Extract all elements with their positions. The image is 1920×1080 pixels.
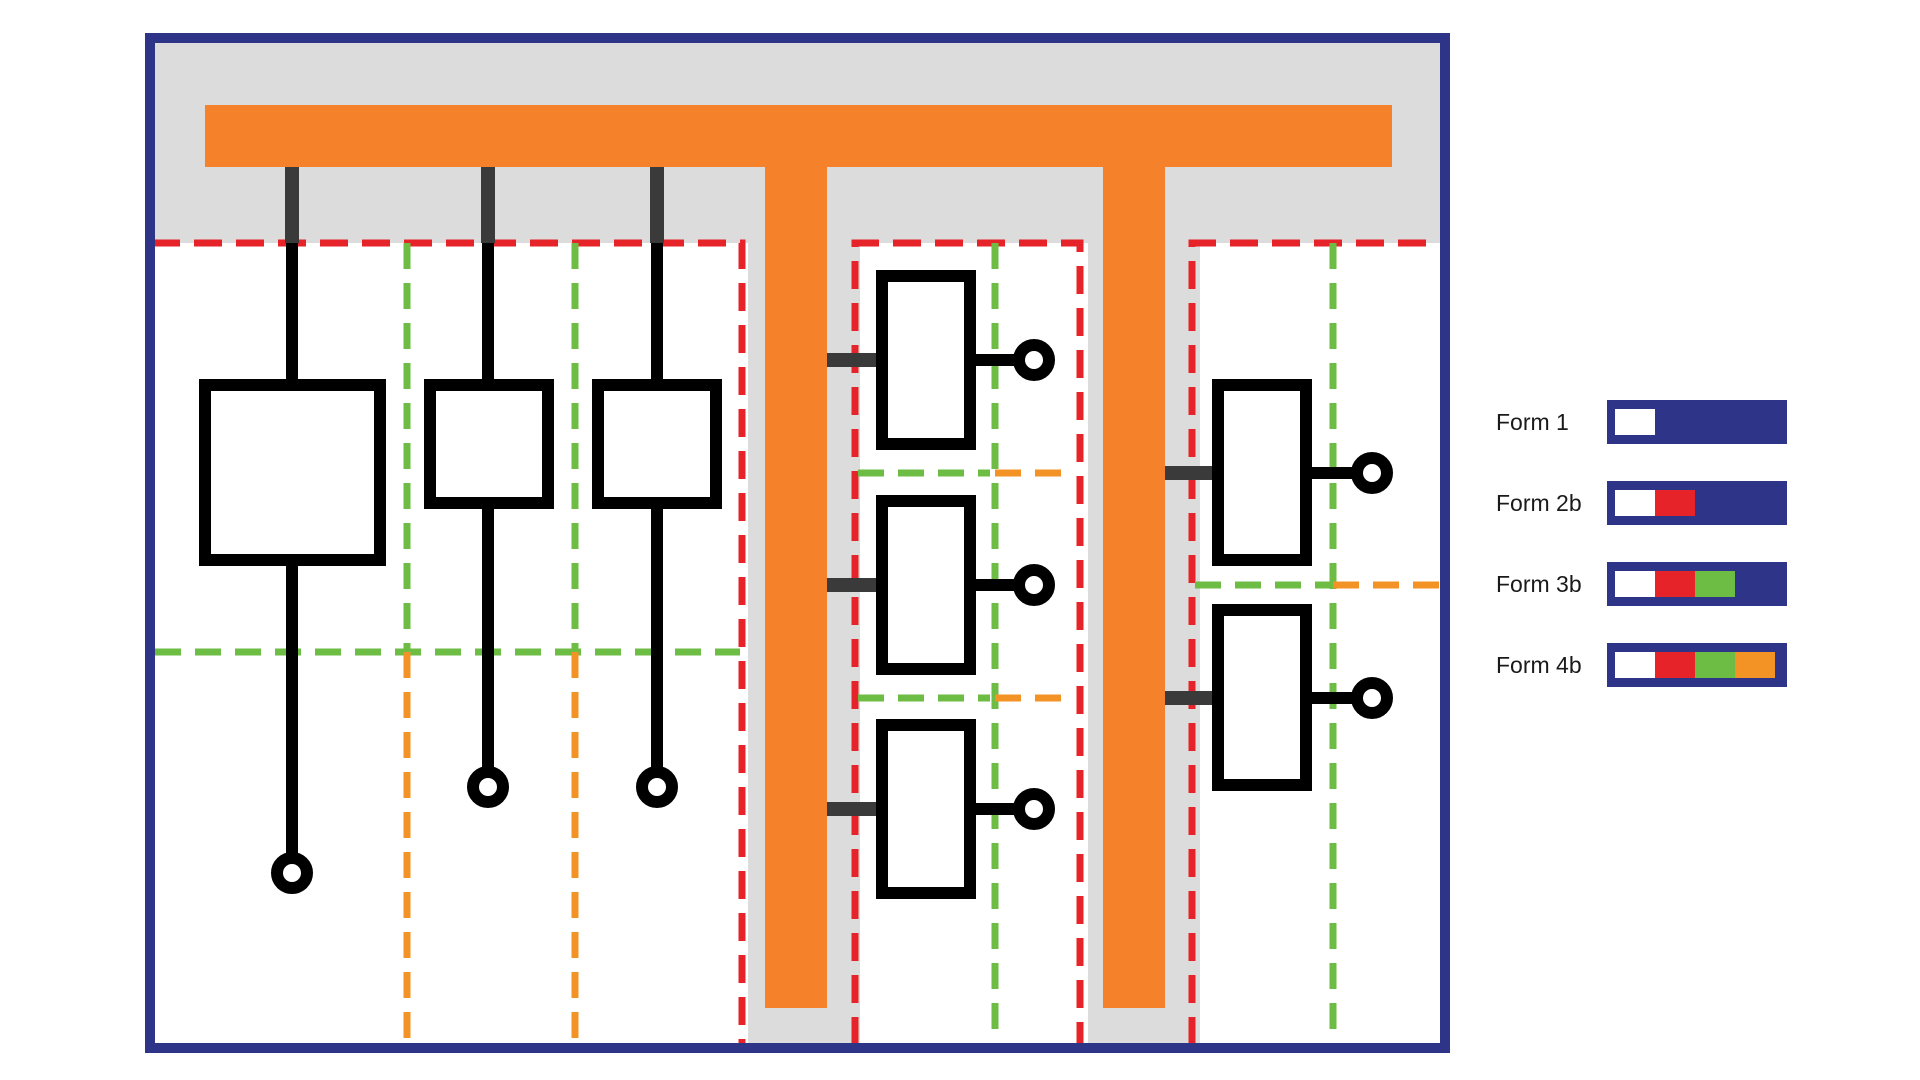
legend-item: Form 4b xyxy=(1496,643,1787,687)
outgoing-terminal-icon xyxy=(636,766,678,808)
busbar-separation-lines xyxy=(152,239,1443,1045)
legend-label: Form 2b xyxy=(1496,490,1582,516)
legend-item: Form 1 xyxy=(1496,400,1787,444)
outgoing-terminal-icon xyxy=(1013,564,1055,606)
legend-swatch-segment xyxy=(1655,652,1695,678)
functional-unit-middle-2 xyxy=(876,495,1055,675)
busbar-droppers xyxy=(285,167,1218,816)
functional-unit-small-2 xyxy=(592,243,722,808)
outgoing-terminal-icon xyxy=(1013,788,1055,830)
legend-swatch-segment xyxy=(1615,571,1655,597)
legend-swatch-segment xyxy=(1735,652,1775,678)
functional-unit-middle-3 xyxy=(876,719,1055,899)
terminal-separation-lines xyxy=(403,469,1440,1045)
legend-item: Form 3b xyxy=(1496,562,1787,606)
legend-swatch-segment xyxy=(1655,571,1695,597)
enclosure-frame xyxy=(145,33,1450,1053)
functional-unit-right-1 xyxy=(1212,379,1393,566)
legend-swatch-segment xyxy=(1615,490,1655,516)
functional-unit-middle-1 xyxy=(876,270,1055,450)
outgoing-terminal-icon xyxy=(467,766,509,808)
functional-unit-small-1 xyxy=(424,243,554,808)
main-busbar xyxy=(205,105,1392,1008)
outgoing-terminal-icon xyxy=(1351,677,1393,719)
legend-label: Form 1 xyxy=(1496,409,1569,435)
legend-label: Form 3b xyxy=(1496,571,1582,597)
legend-swatch-segment xyxy=(1615,652,1655,678)
functional-unit-separation-lines xyxy=(155,243,1337,1045)
outgoing-terminal-icon xyxy=(1351,452,1393,494)
outgoing-terminal-icon xyxy=(1013,339,1055,381)
functional-unit-large xyxy=(199,243,386,894)
legend-swatch-segment xyxy=(1615,409,1655,435)
legend-label: Form 4b xyxy=(1496,652,1582,678)
legend-swatch-segment xyxy=(1655,490,1695,516)
legend: Form 1 Form 2b Form 3b Form 4b xyxy=(1496,400,1787,687)
functional-unit-right-2 xyxy=(1212,604,1393,791)
outgoing-terminal-icon xyxy=(271,852,313,894)
legend-swatch-segment xyxy=(1695,652,1735,678)
legend-swatch-segment xyxy=(1695,571,1735,597)
legend-item: Form 2b xyxy=(1496,481,1787,525)
